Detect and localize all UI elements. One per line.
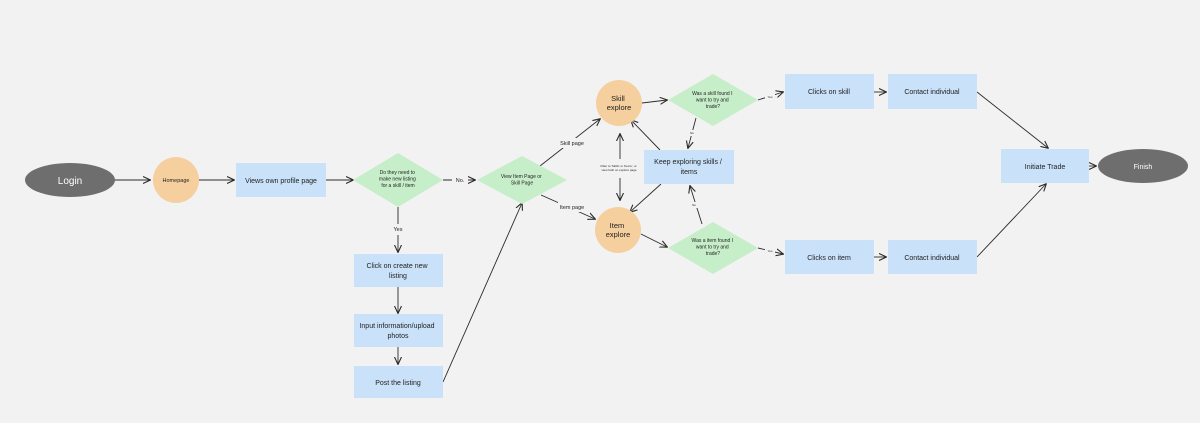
edge-post-viewpage bbox=[442, 203, 522, 383]
view-item-skill-label: View Item Page or Skill Page bbox=[501, 174, 543, 187]
input-info-label: Input information/upload photos bbox=[359, 323, 436, 340]
post-listing-label: Post the listing bbox=[375, 380, 421, 387]
clicks-item-label: Clicks on item bbox=[807, 255, 851, 262]
create-listing-label: Click on create new listing bbox=[366, 263, 429, 280]
input-info-node: Input information/upload photos bbox=[354, 314, 443, 347]
login-label: Login bbox=[58, 176, 82, 187]
edge-keep-skill bbox=[631, 120, 661, 151]
item-explore-node: Item explore bbox=[595, 207, 641, 253]
edge-label-skill-no: No bbox=[690, 131, 694, 135]
contact-top-label: Contact individual bbox=[904, 89, 960, 96]
edge-keep-item bbox=[630, 183, 662, 212]
item-found-label: Was a item found I want to try and trade… bbox=[692, 238, 735, 257]
edge-label-item-page: Item page bbox=[560, 205, 584, 211]
edge-contact-trade-top bbox=[976, 91, 1048, 148]
clicks-skill-node: Clicks on skill bbox=[785, 74, 874, 109]
login-terminal: Login bbox=[25, 163, 115, 197]
edge-label-item-yes: Yes bbox=[768, 249, 773, 253]
skill-explore-node: Skill explore bbox=[596, 80, 642, 126]
keep-exploring-node: Keep exploring skills / items bbox=[644, 150, 734, 184]
view-item-skill-decision: View Item Page or Skill Page bbox=[477, 156, 567, 204]
finish-terminal: Finish bbox=[1098, 149, 1188, 183]
filter-note: Filter to 'Skills' or 'Items', or view b… bbox=[601, 164, 638, 172]
contact-individual-bottom-node: Contact individual bbox=[888, 240, 977, 274]
need-listing-label: Do they need to make new listing for a s… bbox=[379, 170, 417, 189]
homepage-label: Homepage bbox=[163, 178, 190, 184]
homepage-node: Homepage bbox=[153, 157, 199, 203]
post-listing-node: Post the listing bbox=[354, 366, 443, 398]
create-listing-node: Click on create new listing bbox=[354, 254, 443, 287]
edge-item-itemfound bbox=[640, 233, 667, 247]
views-profile-node: Views own profile page bbox=[236, 163, 326, 197]
clicks-skill-label: Clicks on skill bbox=[808, 89, 850, 96]
finish-label: Finish bbox=[1134, 164, 1153, 171]
clicks-item-node: Clicks on item bbox=[785, 240, 874, 274]
edge-contact-trade-bottom bbox=[976, 184, 1046, 258]
keep-exploring-label: Keep exploring skills / items bbox=[654, 159, 724, 176]
initiate-trade-label: Initiate Trade bbox=[1025, 164, 1066, 171]
item-explore-label: Item explore bbox=[606, 221, 631, 239]
edge-label-skill-yes: Yes bbox=[768, 95, 773, 99]
contact-bottom-label: Contact individual bbox=[904, 255, 960, 262]
edge-label-no: No. bbox=[456, 178, 465, 184]
skill-found-label: Was a skill found I want to try and trad… bbox=[692, 91, 734, 110]
skill-explore-label: Skill explore bbox=[607, 94, 632, 112]
edge-label-item-no: No bbox=[692, 203, 696, 207]
need-listing-decision: Do they need to make new listing for a s… bbox=[353, 153, 443, 207]
views-profile-label: Views own profile page bbox=[245, 178, 317, 185]
contact-individual-top-node: Contact individual bbox=[888, 74, 977, 109]
edge-label-yes: Yes bbox=[394, 227, 403, 233]
skill-found-decision: Was a skill found I want to try and trad… bbox=[668, 74, 758, 126]
edge-label-skill-page: Skill page bbox=[560, 141, 584, 147]
edge-skill-skillfound bbox=[641, 100, 667, 103]
initiate-trade-node: Initiate Trade bbox=[1001, 149, 1089, 183]
item-found-decision: Was a item found I want to try and trade… bbox=[668, 222, 758, 274]
